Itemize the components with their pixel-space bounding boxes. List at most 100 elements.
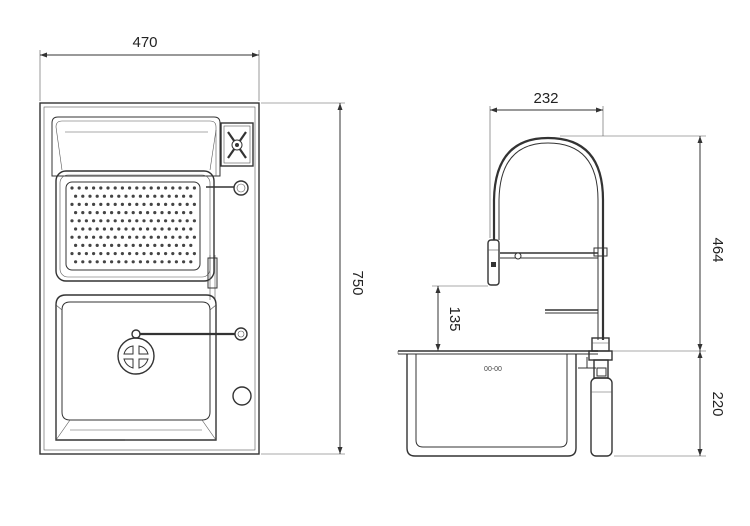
colander-hole (164, 252, 168, 256)
dimension-width-label: 470 (132, 34, 157, 51)
colander-hole (120, 235, 124, 239)
colander-hole (167, 260, 171, 264)
colander-hole (74, 211, 78, 215)
colander-hole (102, 211, 106, 215)
colander-hole (81, 260, 85, 264)
colander-hole (146, 194, 150, 198)
colander-hole (135, 219, 139, 223)
colander-hole (182, 194, 186, 198)
colander-hole (124, 243, 128, 247)
colander-hole (156, 186, 160, 190)
colander-hole (117, 243, 121, 247)
colander-hole (178, 219, 182, 223)
colander-hole (128, 186, 132, 190)
dimension-depth: 220 (614, 351, 726, 457)
colander-hole (99, 202, 103, 206)
colander-hole (146, 227, 150, 231)
colander-hole (77, 235, 81, 239)
bowl-model-label: 00-00 (484, 366, 502, 373)
drain-icon (117, 337, 155, 375)
colander-hole (106, 235, 110, 239)
colander-hole (178, 235, 182, 239)
colander-hole (135, 252, 139, 256)
dimension-length: 750 (261, 102, 366, 455)
colander-hole (135, 202, 139, 206)
colander-hole (131, 260, 135, 264)
colander-hole (81, 194, 85, 198)
colander-hole (153, 243, 157, 247)
colander-hole (138, 194, 142, 198)
colander-hole (160, 260, 164, 264)
colander-hole (95, 227, 99, 231)
colander-hole (135, 186, 139, 190)
colander-hole (113, 202, 117, 206)
colander-holes (70, 186, 196, 264)
colander-hole (174, 243, 178, 247)
colander-hole (138, 260, 142, 264)
colander-hole (192, 252, 196, 256)
drain-rod (131, 327, 248, 341)
control-panel-icon (220, 122, 254, 167)
colander-hole (142, 252, 146, 256)
colander-hole (128, 235, 132, 239)
colander-hole (128, 219, 132, 223)
colander-hole (70, 219, 74, 223)
colander-hole (171, 219, 175, 223)
colander-hole (149, 202, 153, 206)
colander-hole (110, 194, 114, 198)
colander-hole (164, 186, 168, 190)
dimension-length-label: 750 (349, 270, 366, 295)
colander-hole (70, 202, 74, 206)
dimension-reach: 232 (489, 90, 604, 238)
colander-hole (131, 194, 135, 198)
colander-hole (149, 186, 153, 190)
colander-hole (88, 227, 92, 231)
colander-hole (106, 202, 110, 206)
colander-hole (70, 235, 74, 239)
colander-hole (70, 186, 74, 190)
colander-hole (81, 243, 85, 247)
colander-hole (153, 211, 157, 215)
colander-hole (142, 219, 146, 223)
colander-hole (167, 243, 171, 247)
colander-hole (171, 235, 175, 239)
colander-hole (138, 243, 142, 247)
colander-hole (88, 243, 92, 247)
bowl-section: 00-00 (406, 354, 577, 457)
colander-hole (117, 211, 121, 215)
colander-hole (182, 260, 186, 264)
colander-hole (81, 211, 85, 215)
colander-hole (138, 227, 142, 231)
colander-hole (156, 252, 160, 256)
colander-hole (153, 194, 157, 198)
colander-hole (102, 243, 106, 247)
colander-hole (110, 211, 114, 215)
colander-hole (171, 252, 175, 256)
upper-bowl (51, 116, 221, 177)
colander-hole (142, 202, 146, 206)
colander-hole (120, 202, 124, 206)
colander-hole (131, 243, 135, 247)
colander-hole (70, 252, 74, 256)
colander-hole (113, 219, 117, 223)
colander-hole (106, 219, 110, 223)
colander-hole (156, 235, 160, 239)
colander-hole (92, 219, 96, 223)
colander-hole (88, 260, 92, 264)
colander-hole (113, 235, 117, 239)
colander-hole (74, 194, 78, 198)
colander-hole (113, 186, 117, 190)
dimension-height-label: 464 (709, 237, 726, 262)
colander-hole (124, 227, 128, 231)
colander-hole (77, 219, 81, 223)
colander-hole (182, 243, 186, 247)
colander-hole (182, 211, 186, 215)
dimension-depth-label: 220 (709, 391, 726, 416)
colander-hole (110, 243, 114, 247)
colander-hole (77, 252, 81, 256)
colander-hole (99, 252, 103, 256)
colander-hole (102, 260, 106, 264)
faucet-hole-icon (232, 386, 252, 406)
colander-hole (160, 227, 164, 231)
